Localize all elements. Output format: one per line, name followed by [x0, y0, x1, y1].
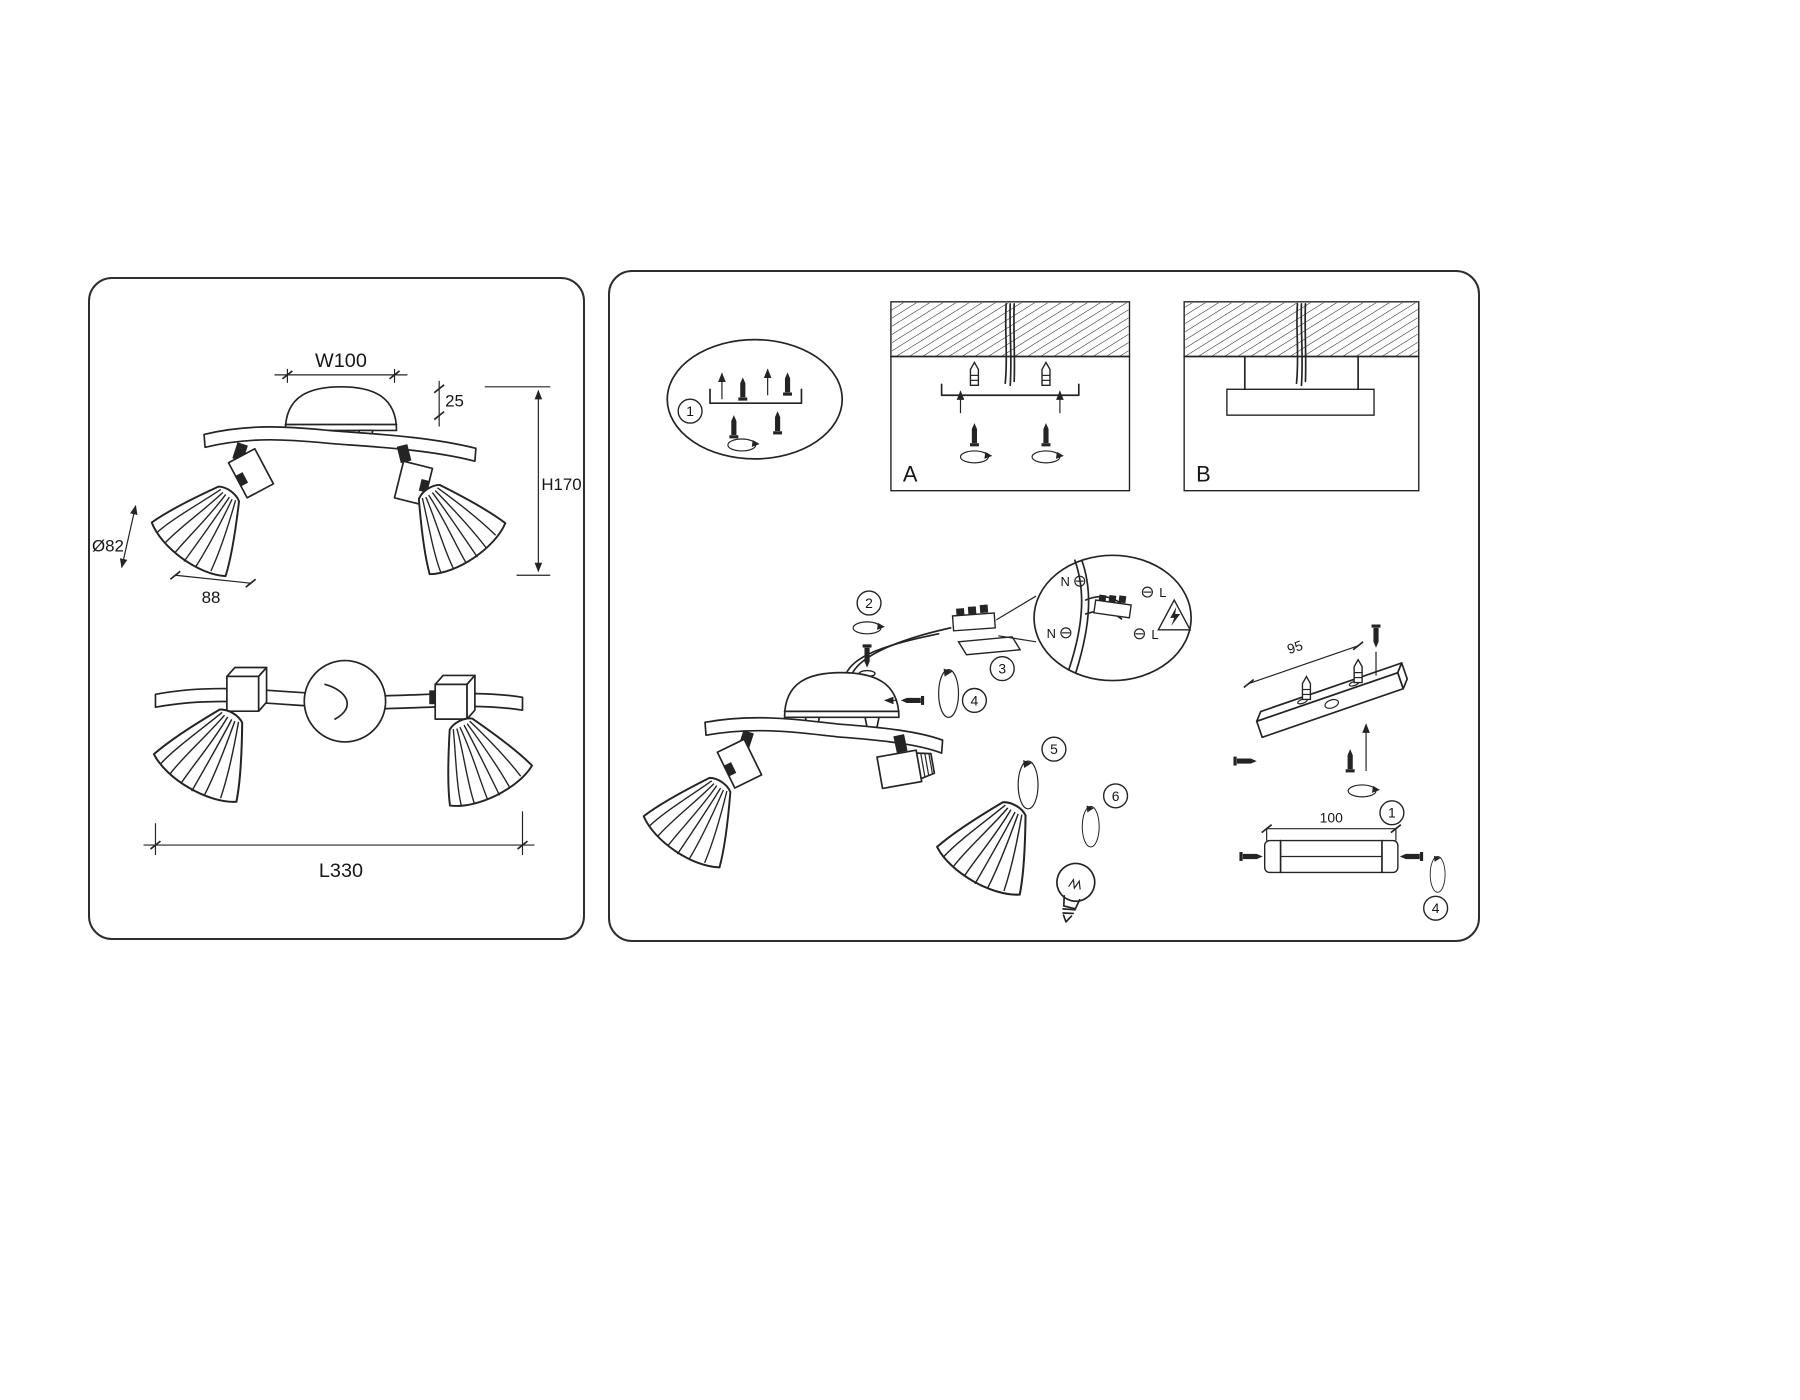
wall-plug-icon: [1353, 658, 1363, 684]
step-4-badge: [1423, 895, 1449, 921]
label-live-top: L: [1159, 585, 1166, 600]
step-1-drilling-detail: 1: [666, 338, 844, 460]
step-6-number: 6: [1112, 788, 1120, 804]
left-holder-front: [227, 447, 275, 499]
turn-arrow-icon: [1429, 855, 1446, 893]
bulb-icon: [1056, 862, 1096, 923]
step-1-badge: [677, 398, 703, 424]
dimensions-panel: W100 25: [88, 277, 585, 940]
terminal-block-icon: [1093, 594, 1132, 619]
left-holder: [716, 738, 763, 789]
label-canopy-height: 25: [445, 392, 464, 411]
step-1-number: 1: [1388, 805, 1396, 821]
turn-arrow-icon: [1081, 805, 1100, 848]
dimension-drawing-svg: W100 25: [92, 350, 582, 882]
mounting-bracket: [1255, 662, 1409, 739]
step-1-number: 1: [686, 403, 694, 419]
step-1-badge: [1379, 800, 1405, 826]
label-neutral-bottom: N: [1047, 626, 1056, 641]
turn-arrow-icon: [852, 621, 886, 635]
dim-shade-width: 88: [169, 570, 257, 607]
label-shade-width: 88: [202, 588, 221, 607]
mount-option-a: A: [890, 301, 1131, 492]
mount-plate-detail: 100 4: [1239, 810, 1449, 921]
label-canopy-width: W100: [315, 350, 367, 372]
dim-shade-diameter: Ø82: [92, 504, 138, 569]
detached-shade: [929, 780, 1059, 908]
turn-arrow-icon: [1017, 759, 1039, 810]
step-6-badge: [1102, 783, 1129, 809]
right-holder-bottom: [434, 674, 476, 720]
screw-icon: [1344, 747, 1357, 773]
mount-option-b: B: [1183, 301, 1420, 492]
step-4-number: 4: [971, 692, 979, 708]
installation-drawing-svg: 1 A: [635, 301, 1449, 923]
label-fixture-length: L330: [319, 860, 363, 882]
bottom-view: L330: [143, 659, 539, 882]
bracket-mounting-detail: 95 1: [1233, 624, 1409, 826]
screw-icon: [899, 694, 925, 707]
label-option-a: A: [903, 462, 918, 487]
step-3-badge: [989, 656, 1015, 682]
label-plate-length: 100: [1320, 810, 1343, 826]
fixture-bar-front: [203, 426, 477, 463]
wiring-detail: N L N L: [1033, 554, 1192, 682]
canopy-assembly: 4: [635, 668, 988, 879]
step-5-badge: [1041, 736, 1067, 762]
step-5-shade: 5: [929, 736, 1067, 908]
label-neutral-top: N: [1061, 574, 1070, 589]
screw-icon: [1369, 624, 1383, 650]
dim-canopy-height: 25: [433, 380, 464, 427]
step-2-badge: [856, 590, 882, 616]
dim-fixture-length: L330: [143, 811, 535, 882]
step-3-number: 3: [998, 661, 1006, 677]
label-fixture-height: H170: [541, 475, 581, 494]
step-3-terminal-block: 3: [845, 595, 1037, 682]
label-live-bottom: L: [1151, 627, 1158, 642]
dim-canopy-width: W100: [274, 350, 408, 383]
screw-icon: [1239, 850, 1265, 863]
step-5-number: 5: [1050, 741, 1058, 757]
fixture-bar: [704, 716, 944, 754]
step-2-number: 2: [865, 595, 873, 611]
lamp-socket: [876, 749, 936, 790]
canopy-front: [284, 385, 398, 432]
front-view: W100 25: [92, 350, 582, 607]
label-bracket-length: 95: [1285, 637, 1305, 657]
dim-fixture-height: H170: [484, 386, 582, 576]
mounting-plate: [1226, 388, 1375, 416]
wall-plug-icon: [1301, 675, 1312, 701]
terminal-block-icon: [951, 604, 996, 632]
canopy: [783, 671, 900, 719]
step-4-badge: [961, 687, 988, 714]
turn-arrow-icon: [1347, 784, 1381, 798]
step-6-bulb: 6: [1056, 783, 1129, 923]
screw-icon: [1398, 850, 1424, 863]
turn-arrow-icon: [938, 668, 960, 718]
label-shade-diameter: Ø82: [92, 536, 124, 555]
installation-panel: 1 A: [608, 270, 1480, 942]
screw-icon: [1233, 755, 1259, 768]
step-4-number: 4: [1432, 900, 1440, 916]
canopy-bottom: [303, 659, 387, 743]
electric-warning-icon: [1157, 598, 1192, 631]
label-option-b: B: [1196, 462, 1211, 487]
left-holder-bottom: [226, 666, 268, 713]
